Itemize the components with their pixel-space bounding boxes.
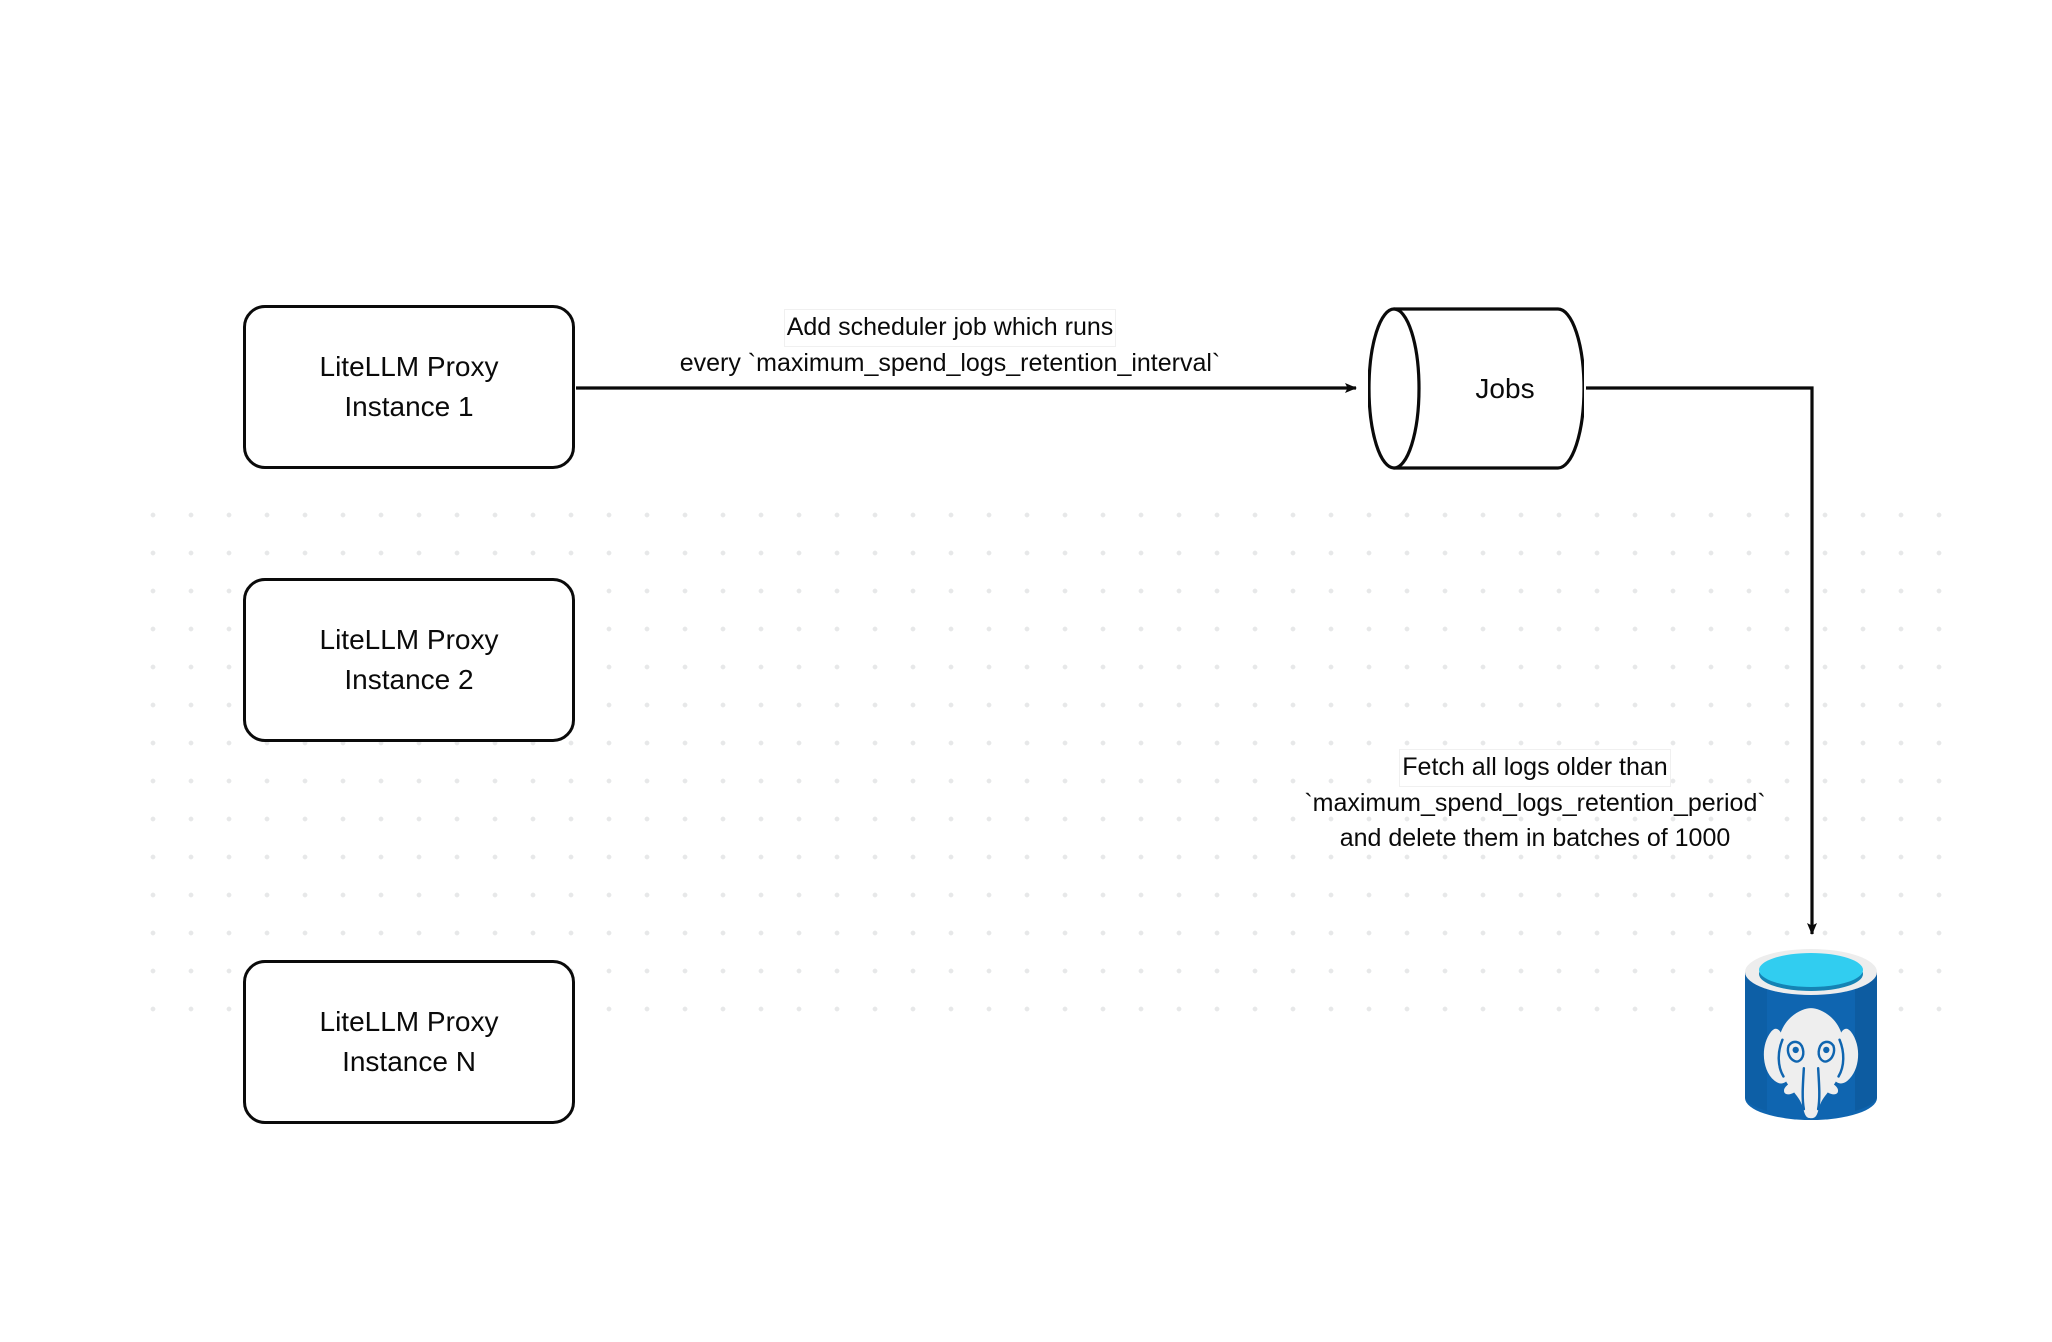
node-litellm-proxy-instance-2[interactable]: LiteLLM Proxy Instance 2 [243, 578, 575, 742]
edge-label-line: Fetch all logs older than [1400, 750, 1670, 786]
edge-label-line: Add scheduler job which runs [784, 310, 1116, 346]
node-label-line: LiteLLM Proxy [319, 1006, 499, 1038]
edge-label-fetch: Fetch all logs older than `maximum_spend… [1255, 750, 1815, 857]
edge-label-line: and delete them in batches of 1000 [1339, 824, 1731, 852]
edge-label-line: `maximum_spend_logs_retention_period` [1304, 788, 1766, 817]
node-label-line: Instance N [342, 1046, 476, 1077]
node-label-line: Instance 2 [344, 664, 474, 695]
postgresql-database-icon [1745, 949, 1877, 1120]
edge-label-line: every `maximum_spend_logs_retention_inte… [679, 348, 1221, 377]
edge-label-scheduler: Add scheduler job which runs every `maxi… [610, 310, 1290, 381]
node-litellm-proxy-instance-1[interactable]: LiteLLM Proxy Instance 1 [243, 305, 575, 469]
node-postgresql-database[interactable] [1743, 946, 1879, 1124]
cylinder-icon [1368, 307, 1584, 470]
node-jobs-queue[interactable]: Jobs [1368, 305, 1584, 472]
node-label-line: Instance 1 [344, 391, 474, 422]
node-label-line: LiteLLM Proxy [319, 624, 499, 656]
node-label-line: LiteLLM Proxy [319, 351, 499, 383]
node-litellm-proxy-instance-n[interactable]: LiteLLM Proxy Instance N [243, 960, 575, 1124]
node-label-jobs: Jobs [1475, 372, 1535, 404]
